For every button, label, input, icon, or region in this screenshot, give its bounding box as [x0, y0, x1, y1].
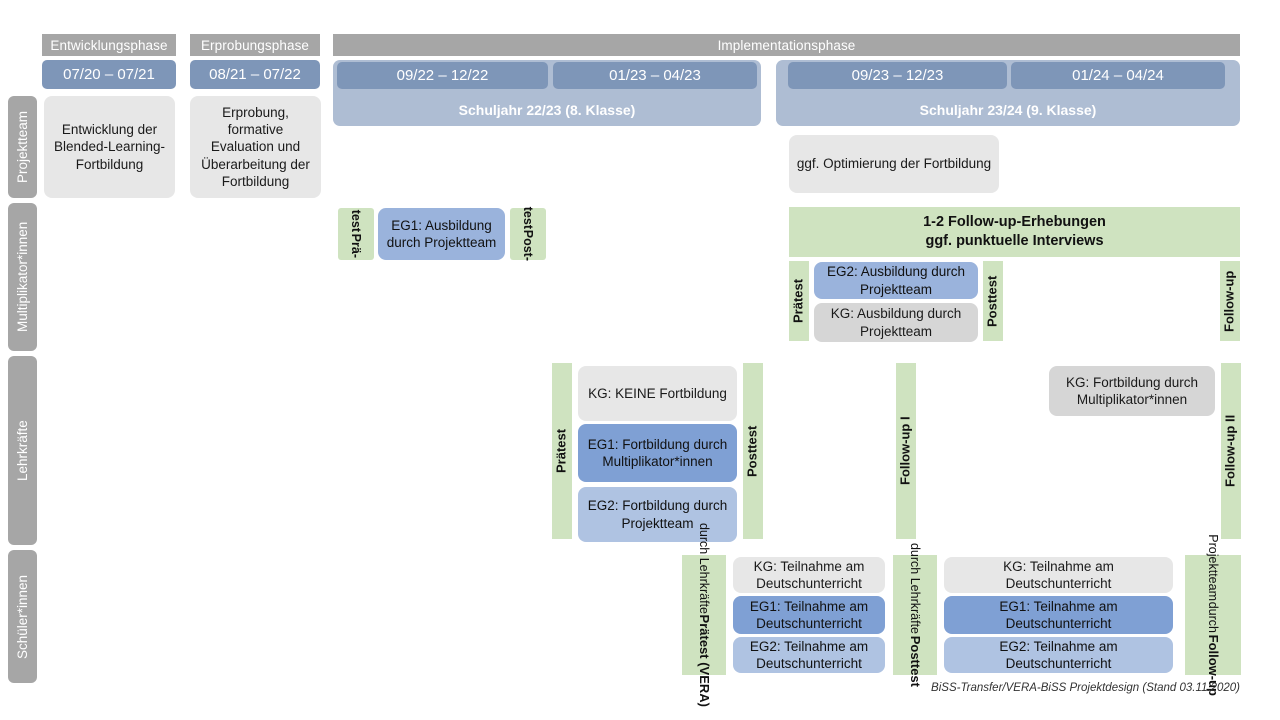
test-label-line1: Post- — [521, 229, 536, 262]
school-year-label: Schuljahr 22/23 (8. Klasse) — [458, 102, 636, 118]
card-kg-ausbildung-projektteam: KG: Ausbildung durch Projektteam — [814, 303, 978, 342]
test-strip-posttest-multi-2: Posttest — [983, 261, 1003, 341]
card-eg2-teilnahme-deutschunterricht-left: EG2: Teilnahme am Deutschunterricht — [733, 637, 885, 673]
card-eg2-fortbildung-projektteam: EG2: Fortbildung durch Projektteam — [578, 487, 737, 542]
card-eg1-ausbildung-projektteam: EG1: Ausbildung durch Projektteam — [378, 208, 505, 260]
test-label: Prätest — [790, 278, 806, 324]
card-eg1-fortbildung-multiplikatorinnen: EG1: Fortbildung durch Multiplikator*inn… — [578, 424, 737, 482]
card-erprobung-evaluation: Erprobung, formative Evaluation und Über… — [190, 96, 321, 198]
card-kg-fortbildung-multiplikatorinnen: KG: Fortbildung durch Multiplikator*inne… — [1049, 366, 1215, 416]
test-label-line2: test — [521, 206, 536, 229]
card-eg2-ausbildung-projektteam: EG2: Ausbildung durch Projektteam — [814, 262, 978, 299]
test-strip-followup-1-lehrkraefte: Follow-up I — [896, 363, 916, 539]
test-label: Prätest — [553, 428, 569, 474]
test-strip-posttest-lehrkraefte: Posttest — [743, 363, 763, 539]
phase-header-erprobungsphase: Erprobungsphase — [190, 34, 320, 56]
test-strip-praetest-lehrkraefte: Prätest — [552, 363, 572, 539]
test-strip-praetest-multi-2: Prätest — [789, 261, 809, 341]
test-label-sub: durch Lehrkräfte — [697, 522, 712, 614]
period-chip-0124-0424: 01/24 – 04/24 — [1011, 62, 1225, 89]
test-label: Posttest — [744, 425, 760, 477]
card-eg2-teilnahme-deutschunterricht-right: EG2: Teilnahme am Deutschunterricht — [944, 637, 1173, 673]
test-label-line1: Prä- — [349, 233, 364, 258]
test-label-sub: durch Lehrkräfte — [908, 543, 923, 635]
period-chip-0922-1222: 09/22 – 12/22 — [337, 62, 548, 89]
banner-line-1: 1-2 Follow-up-Erhebungen — [923, 214, 1106, 231]
test-label-line2: test — [349, 210, 364, 233]
period-chip-0923-1223: 09/23 – 12/23 — [788, 62, 1007, 89]
test-strip-praetest-multi: Prä- test — [338, 208, 374, 260]
test-label: Follow-up I — [897, 416, 913, 486]
test-label: Posttest — [984, 275, 1000, 327]
test-label-main: Prätest (VERA) — [697, 614, 713, 708]
test-strip-posttest-schueler: Posttest durch Lehrkräfte — [893, 543, 937, 687]
test-strip-praetest-vera-schueler: Prätest (VERA) durch Lehrkräfte — [682, 523, 726, 707]
banner-follow-up-erhebungen: 1-2 Follow-up-Erhebungen ggf. punktuelle… — [789, 207, 1240, 257]
banner-line-2: ggf. punktuelle Interviews — [925, 233, 1104, 249]
test-label: Follow-up — [1221, 270, 1237, 332]
period-chip-0821-0722: 08/21 – 07/22 — [190, 60, 320, 89]
test-strip-followup-2-lehrkraefte: Follow-up II — [1221, 363, 1241, 539]
school-year-label: Schuljahr 23/24 (9. Klasse) — [919, 102, 1097, 118]
phase-header-implementationsphase: Implementationsphase — [333, 34, 1240, 56]
card-kg-teilnahme-deutschunterricht-left: KG: Teilnahme am Deutschunterricht — [733, 557, 885, 593]
card-entwicklung-blended-learning: Entwicklung der Blended-Learning-Fortbil… — [44, 96, 175, 198]
actor-rail-schuelerinnen: Schüler*innen — [8, 550, 37, 683]
card-kg-teilnahme-deutschunterricht-right: KG: Teilnahme am Deutschunterricht — [944, 557, 1173, 593]
phase-header-entwicklungsphase: Entwicklungsphase — [42, 34, 176, 56]
test-strip-followup-multi: Follow-up — [1220, 261, 1240, 341]
footer-caption: BiSS-Transfer/VERA-BiSS Projektdesign (S… — [931, 682, 1240, 694]
period-chip-0123-0423: 01/23 – 04/23 — [553, 62, 757, 89]
card-eg1-teilnahme-deutschunterricht-left: EG1: Teilnahme am Deutschunterricht — [733, 596, 885, 634]
test-strip-posttest-multi: Post- test — [510, 206, 546, 262]
actor-rail-projektteam: Projektteam — [8, 96, 37, 198]
test-label-sub2: Projektteam — [1206, 534, 1221, 602]
test-label-main: Posttest — [908, 635, 924, 687]
test-label-sub: durch — [1206, 602, 1221, 634]
test-label: Follow-up II — [1222, 414, 1238, 488]
card-kg-keine-fortbildung: KG: KEINE Fortbildung — [578, 366, 737, 421]
card-eg1-teilnahme-deutschunterricht-right: EG1: Teilnahme am Deutschunterricht — [944, 596, 1173, 634]
period-chip-0720-0721: 07/20 – 07/21 — [42, 60, 176, 89]
test-strip-followup-schueler: Follow-up durch Projektteam — [1185, 534, 1241, 696]
actor-rail-multiplikatorinnen: Multiplikator*innen — [8, 203, 37, 351]
card-optimierung-fortbildung: ggf. Optimierung der Fortbildung — [789, 135, 999, 193]
actor-rail-lehrkraefte: Lehrkräfte — [8, 356, 37, 545]
